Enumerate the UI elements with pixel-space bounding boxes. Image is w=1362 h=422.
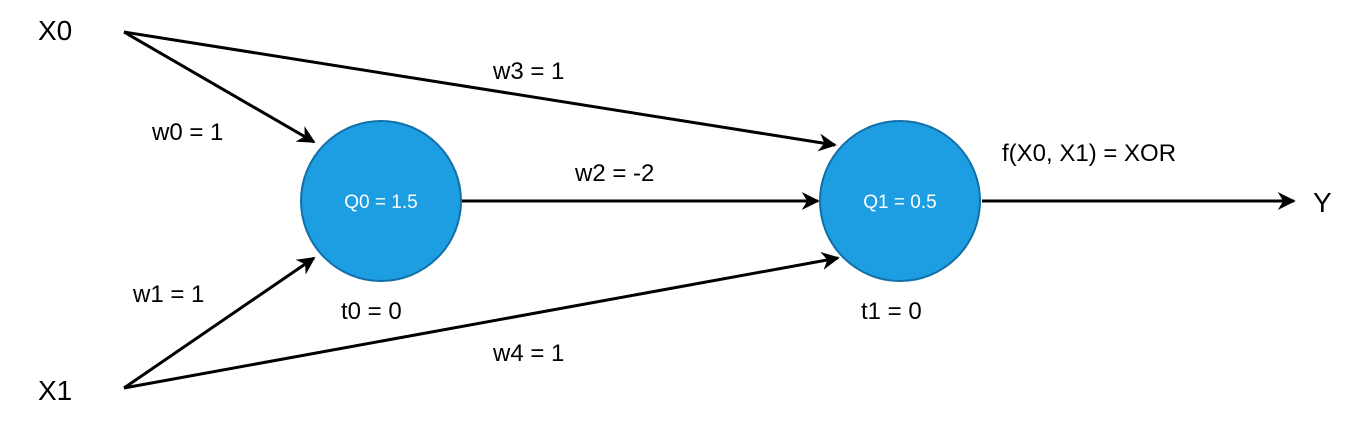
weight-w4-label: w4 = 1 <box>492 340 564 367</box>
weight-w0-label: w0 = 1 <box>151 119 223 146</box>
output-y-label: Y <box>1313 187 1332 218</box>
node-q1-label: Q1 = 0.5 <box>863 192 936 213</box>
input-x0-label: X0 <box>38 15 72 46</box>
threshold-t1-label: t1 = 0 <box>861 298 922 325</box>
weight-w1-label: w1 = 1 <box>132 281 204 308</box>
node-q1: Q1 = 0.5 <box>819 120 981 282</box>
input-x1-label: X1 <box>38 375 72 406</box>
edge-x1-to-q0 <box>123 256 316 390</box>
edge-x0-to-q0 <box>123 30 316 144</box>
node-q0-circle <box>300 120 462 282</box>
weight-w2-label: w2 = -2 <box>574 160 654 187</box>
weight-w3-label: w3 = 1 <box>492 58 564 85</box>
node-q1-circle <box>819 120 981 282</box>
function-label: f(X0, X1) = XOR <box>1002 140 1176 167</box>
threshold-t0-label: t0 = 0 <box>341 298 402 325</box>
node-q0: Q0 = 1.5 <box>300 120 462 282</box>
edge-x0-to-q1 <box>123 30 837 152</box>
edge-x1-to-q1 <box>123 252 840 390</box>
node-q0-label: Q0 = 1.5 <box>344 192 417 213</box>
